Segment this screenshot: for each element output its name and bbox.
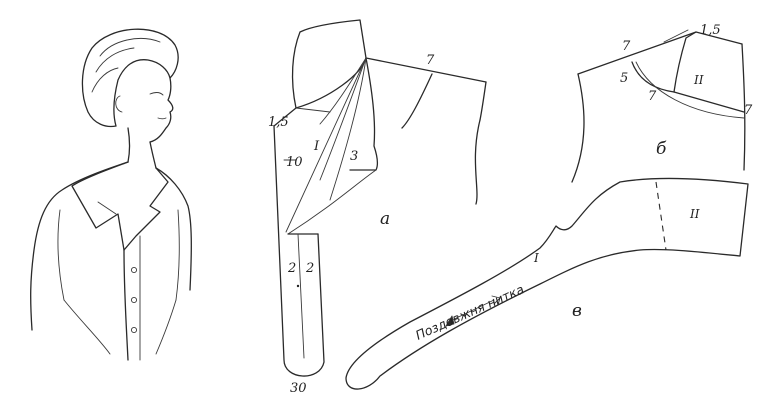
- label-b-7-right: 7: [744, 103, 753, 118]
- label-a-part-1: I: [313, 139, 320, 154]
- figure-a-construction: [273, 19, 487, 377]
- label-b-7-mid: 7: [648, 89, 657, 104]
- label-a-7: 7: [426, 53, 435, 68]
- label-a-2-left: 2: [287, 261, 296, 276]
- label-v-part-2: II: [689, 207, 700, 221]
- label-b-part-2: II: [693, 73, 704, 87]
- label-b-1-5: 1,5: [700, 23, 721, 38]
- label-b-5: 5: [620, 71, 628, 86]
- figure-a-letter: а: [380, 209, 390, 229]
- label-a-1-5: 1,5: [268, 115, 289, 130]
- figure-v-letter: в: [572, 301, 582, 321]
- figure-b-letter: б: [656, 139, 667, 159]
- label-a-30: 30: [290, 381, 307, 396]
- label-a-10: 10: [286, 155, 303, 170]
- label-a-3: 3: [350, 149, 358, 164]
- label-a-2-right: 2: [305, 261, 314, 276]
- label-b-7-top: 7: [622, 39, 631, 54]
- figure-v-collar-piece: [345, 177, 749, 390]
- figure-b-construction: [571, 29, 746, 183]
- woman-figure-illustration: [30, 28, 192, 361]
- label-v-part-1: I: [533, 251, 539, 265]
